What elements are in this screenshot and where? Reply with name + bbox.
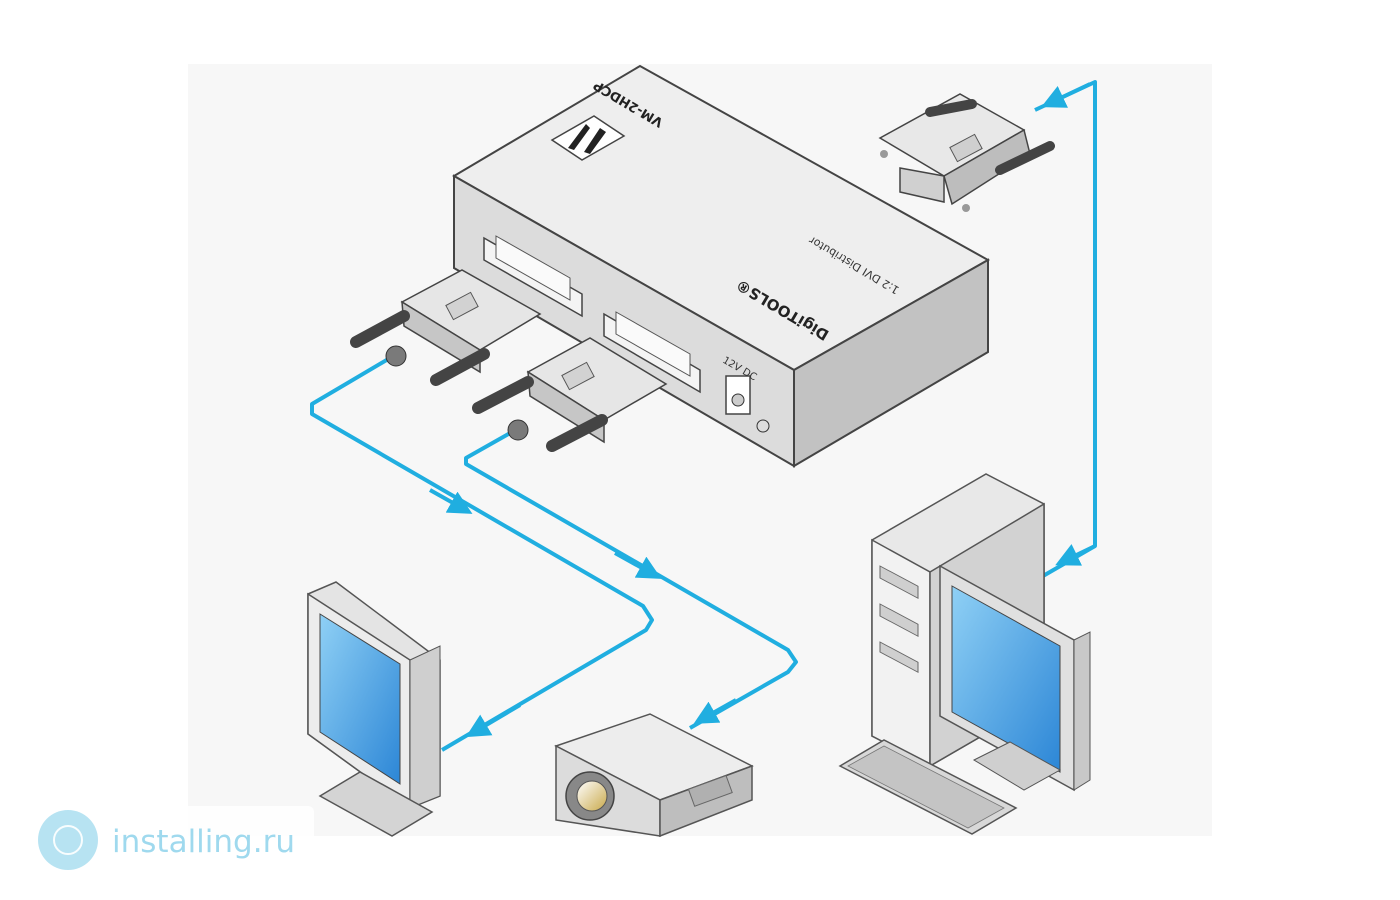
projector [554, 713, 754, 838]
dvi-output-port-1 [483, 235, 583, 318]
source-monitor [939, 564, 1091, 792]
cable-output1-to-monitor [310, 356, 654, 752]
device-end-face [793, 258, 989, 468]
watermark-text: installing.ru [112, 824, 295, 860]
dvi-distributor-device: VM-2HDCP 1:2 DVI Distributor DigiTOOLS® … [452, 64, 991, 468]
dvi-connector-output-2 [472, 337, 668, 452]
dvi-output-port-2 [603, 311, 701, 394]
dvi-connector-input [878, 93, 1055, 212]
keyboard [838, 739, 1018, 835]
source-computer [838, 473, 1091, 835]
watermark: installing.ru [24, 806, 314, 878]
display-monitor [307, 581, 441, 837]
cable-output2-to-projector [464, 430, 798, 730]
power-jack [725, 375, 770, 433]
dvi-connector-output-1 [350, 269, 542, 386]
kramer-logo [550, 115, 626, 161]
watermark-logo-icon [38, 810, 98, 870]
cable-source-to-distributor [1034, 80, 1097, 578]
